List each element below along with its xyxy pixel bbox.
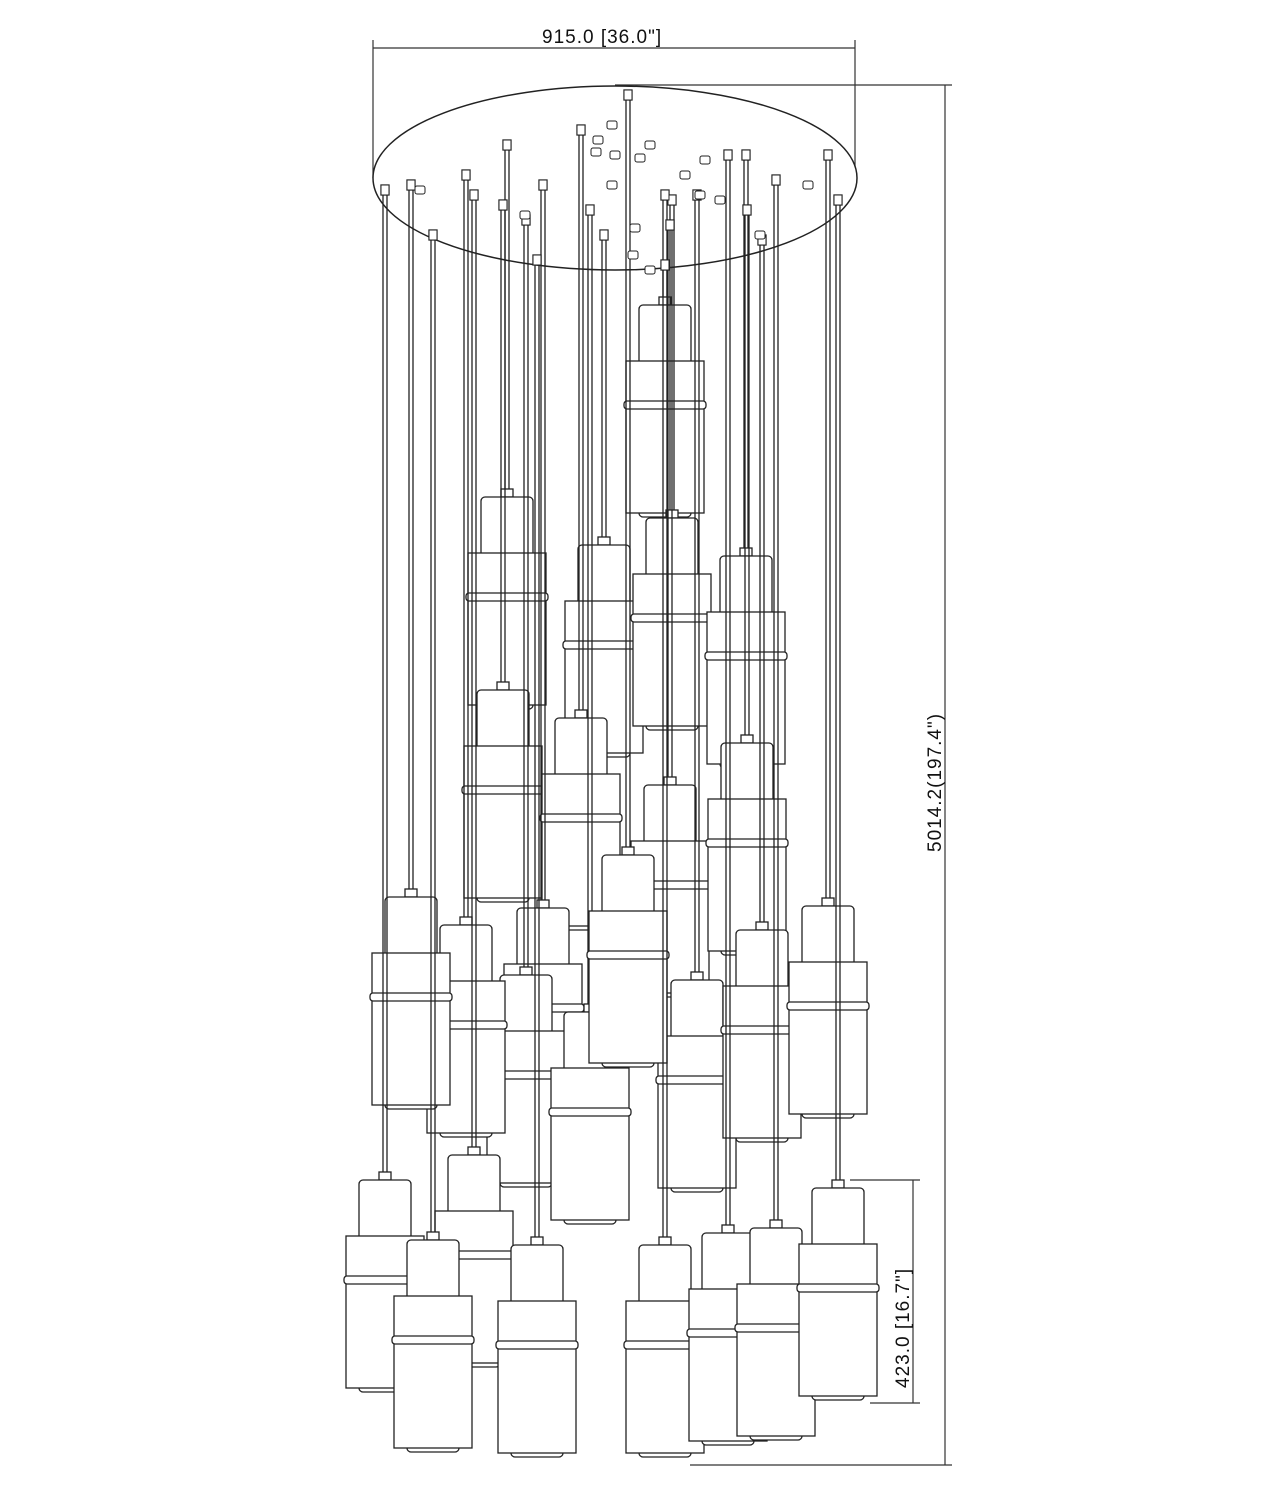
pendant [343, 184, 427, 1393]
pendant [539, 124, 623, 931]
pendant [623, 259, 707, 518]
pendant [796, 194, 880, 1401]
pendants [343, 89, 880, 1458]
pendant [495, 254, 579, 1458]
pendant [704, 149, 788, 769]
pendant [461, 199, 545, 903]
pendant [548, 204, 632, 1225]
canopy [372, 85, 858, 271]
dimension-lines [372, 40, 952, 1466]
width-dimension-label: 915.0 [36.0"] [542, 27, 663, 48]
pendant [465, 139, 549, 710]
pendant [369, 179, 453, 1110]
pendant [391, 229, 475, 1453]
pendant [786, 149, 870, 1119]
pendant [586, 89, 670, 1068]
height-dimension-label: 5014.2(197.4") [925, 712, 946, 852]
pendant-height-dimension-label: 423.0 [16.7"] [893, 1267, 914, 1388]
canopy-mounts [380, 89, 843, 275]
pendant [720, 234, 804, 1143]
